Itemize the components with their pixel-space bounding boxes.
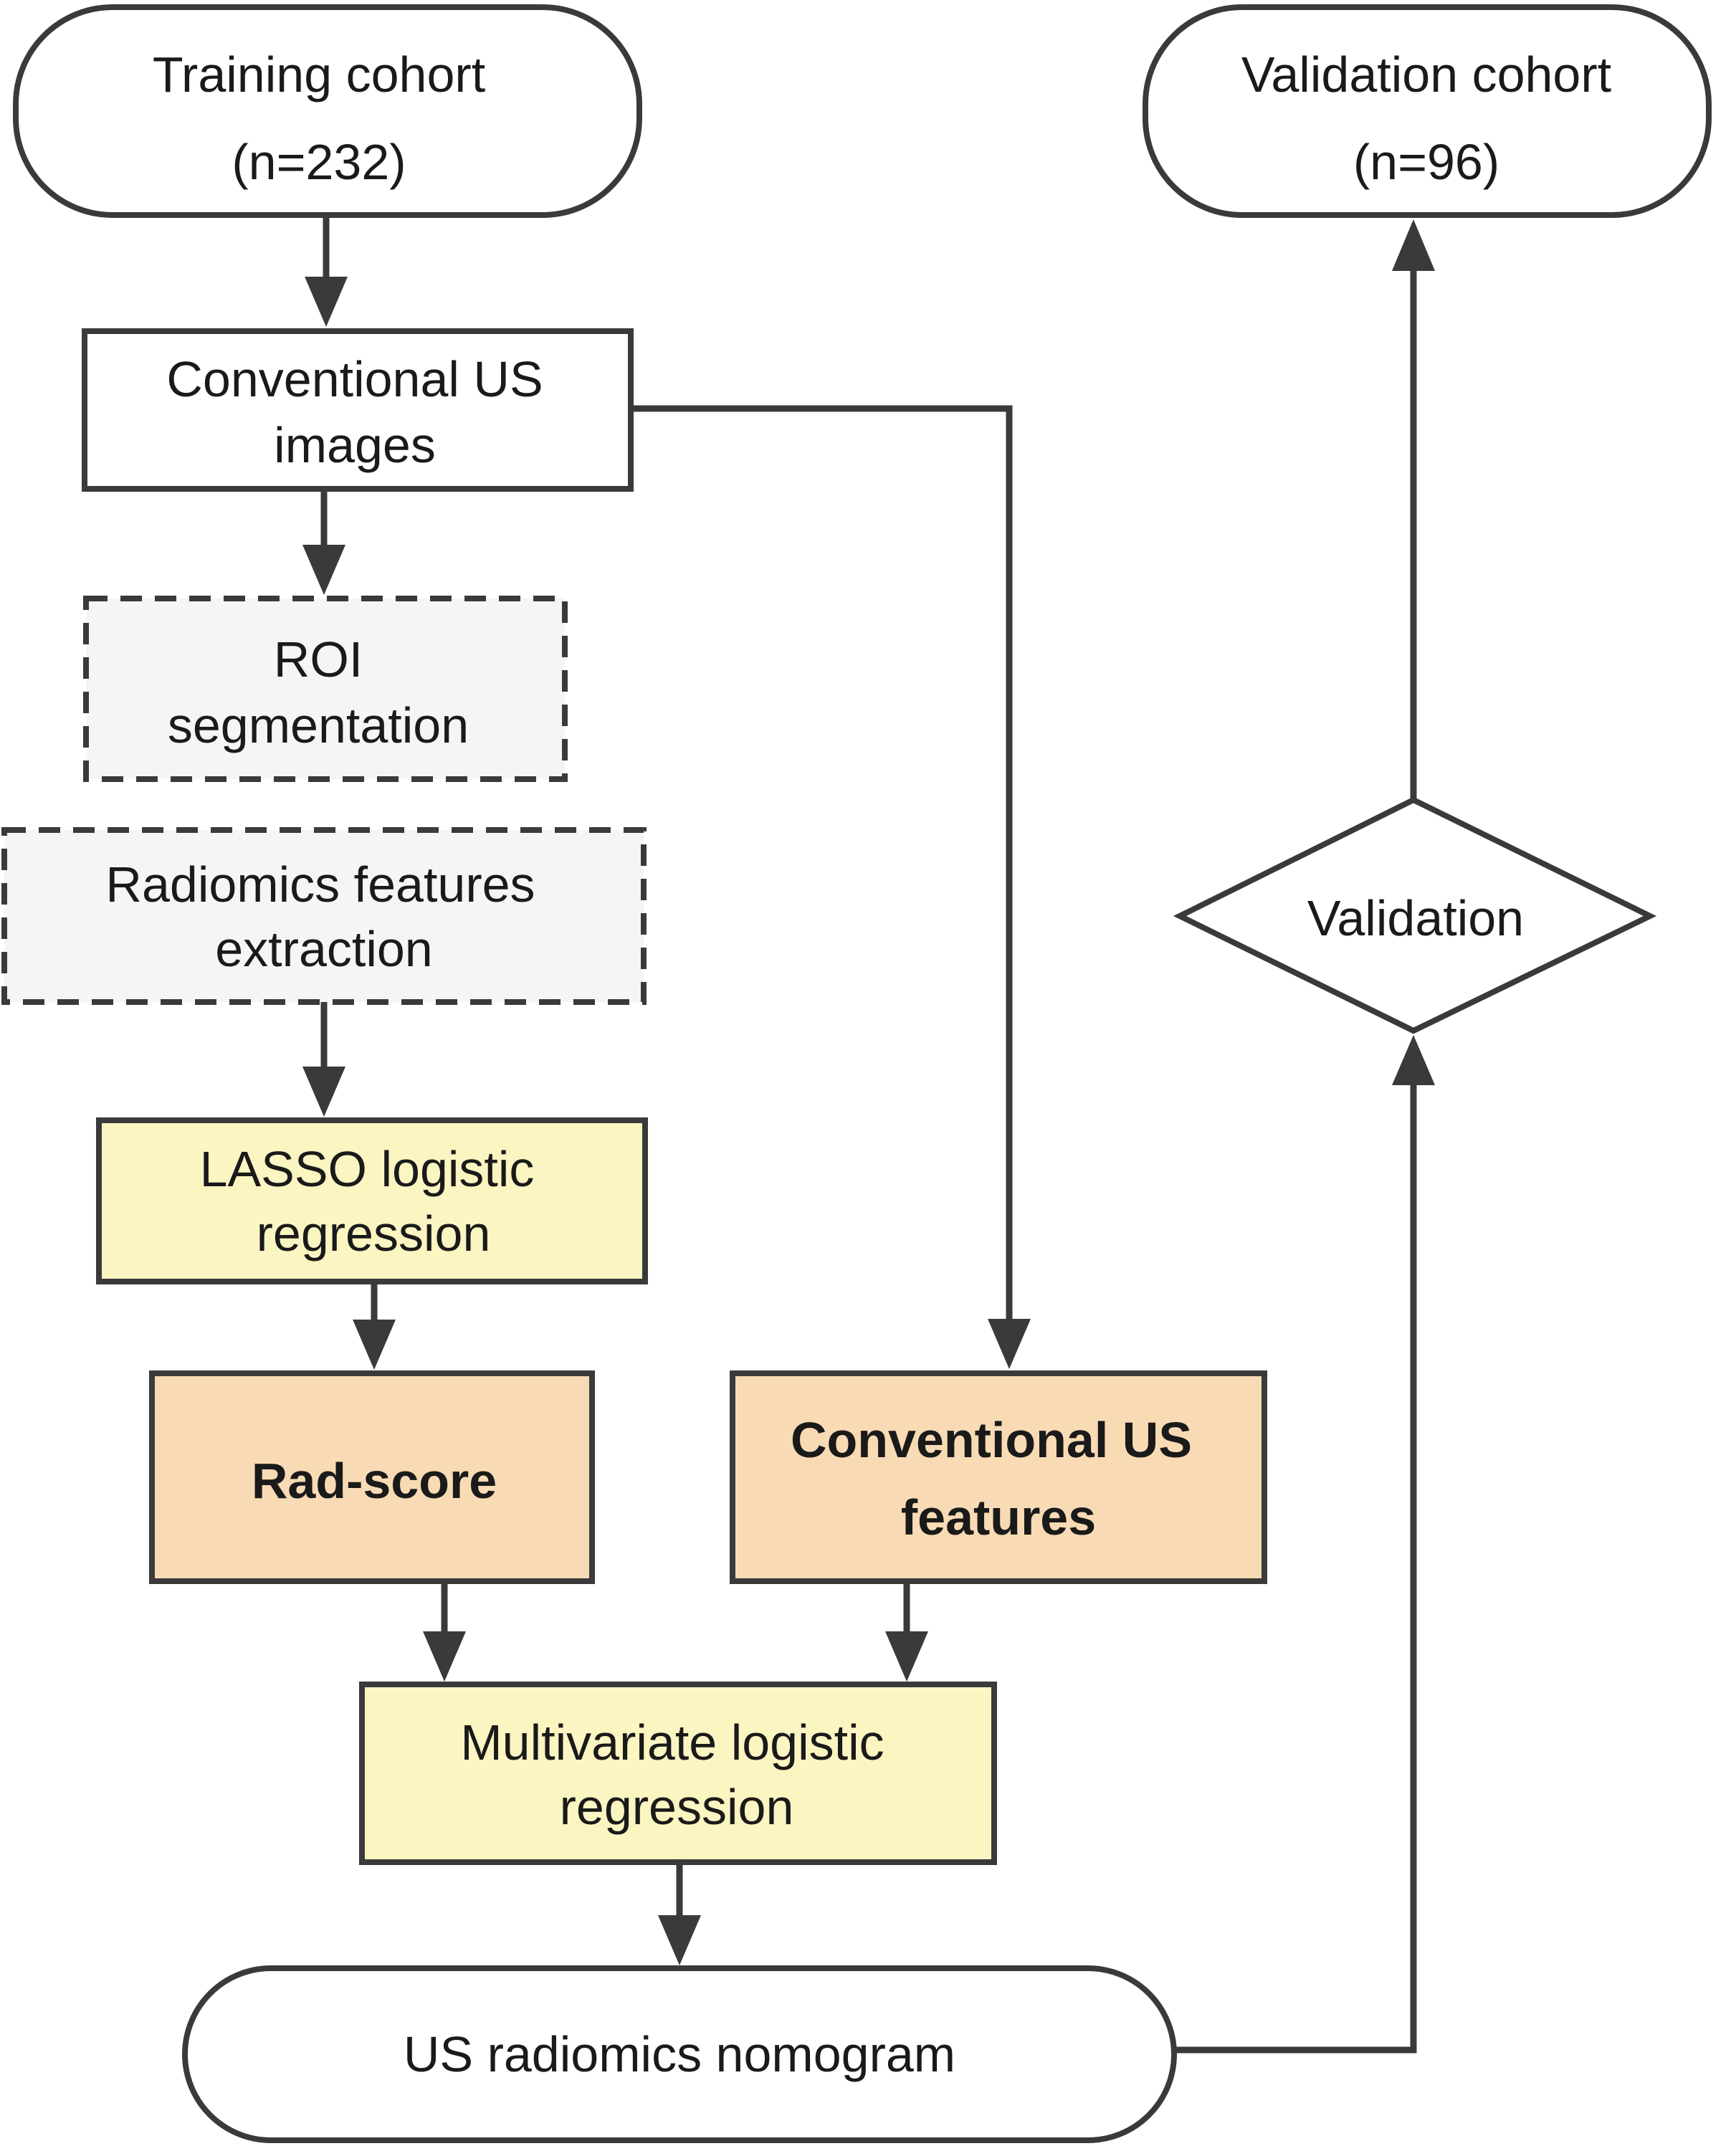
node-conventional-us-images: Conventional US images <box>82 328 634 492</box>
multivariate-regression-line2: regression <box>560 1779 794 1835</box>
roi-segmentation-line1: ROI <box>274 631 363 687</box>
node-multivariate-regression: Multivariate logistic regression <box>359 1682 997 1865</box>
roi-segmentation-line2: segmentation <box>168 697 469 753</box>
node-conventional-us-features: Conventional US features <box>730 1370 1267 1584</box>
conventional-us-features-line2: features <box>901 1489 1096 1545</box>
node-radiomics-extraction: Radiomics features extraction <box>1 827 647 1005</box>
validation-cohort-count: (n=96) <box>1353 134 1499 190</box>
conventional-us-images-line2: images <box>274 417 436 473</box>
node-validation: Validation <box>1173 796 1657 1034</box>
edge-validation-to-cohort <box>1392 219 1435 800</box>
node-training-cohort: Training cohort (n=232) <box>13 4 642 218</box>
node-nomogram: US radiomics nomogram <box>182 1965 1177 2143</box>
node-lasso-regression: LASSO logistic regression <box>96 1117 648 1284</box>
validation-label: Validation <box>1307 890 1524 946</box>
edge-nomogram-to-validation <box>1174 1035 1435 2054</box>
nomogram-label: US radiomics nomogram <box>404 2026 955 2082</box>
radiomics-extraction-line1: Radiomics features <box>105 857 535 912</box>
training-cohort-count: (n=232) <box>232 134 406 190</box>
node-rad-score: Rad-score <box>149 1370 595 1584</box>
edge-training-to-images <box>305 215 348 327</box>
edge-lasso-to-radscore <box>353 1282 396 1370</box>
conventional-us-features-line1: Conventional US <box>791 1412 1192 1468</box>
multivariate-regression-line1: Multivariate logistic <box>460 1715 884 1770</box>
lasso-regression-line2: regression <box>257 1206 491 1262</box>
edge-images-to-features <box>631 405 1031 1369</box>
edge-features-to-multivariate <box>885 1581 928 1682</box>
training-cohort-label: Training cohort <box>153 47 485 102</box>
lasso-regression-line1: LASSO logistic <box>200 1141 535 1197</box>
rad-score-label: Rad-score <box>252 1453 497 1509</box>
node-validation-cohort: Validation cohort (n=96) <box>1143 4 1712 218</box>
edge-extraction-to-lasso <box>302 1002 345 1117</box>
validation-cohort-label: Validation cohort <box>1241 47 1611 102</box>
edge-radscore-to-multivariate <box>423 1581 466 1682</box>
conventional-us-images-line1: Conventional US <box>166 351 543 407</box>
radiomics-extraction-line2: extraction <box>215 921 432 977</box>
node-roi-segmentation: ROI segmentation <box>83 596 568 782</box>
edge-multivariate-to-nomogram <box>658 1862 701 1965</box>
edge-images-to-roi <box>302 489 345 595</box>
